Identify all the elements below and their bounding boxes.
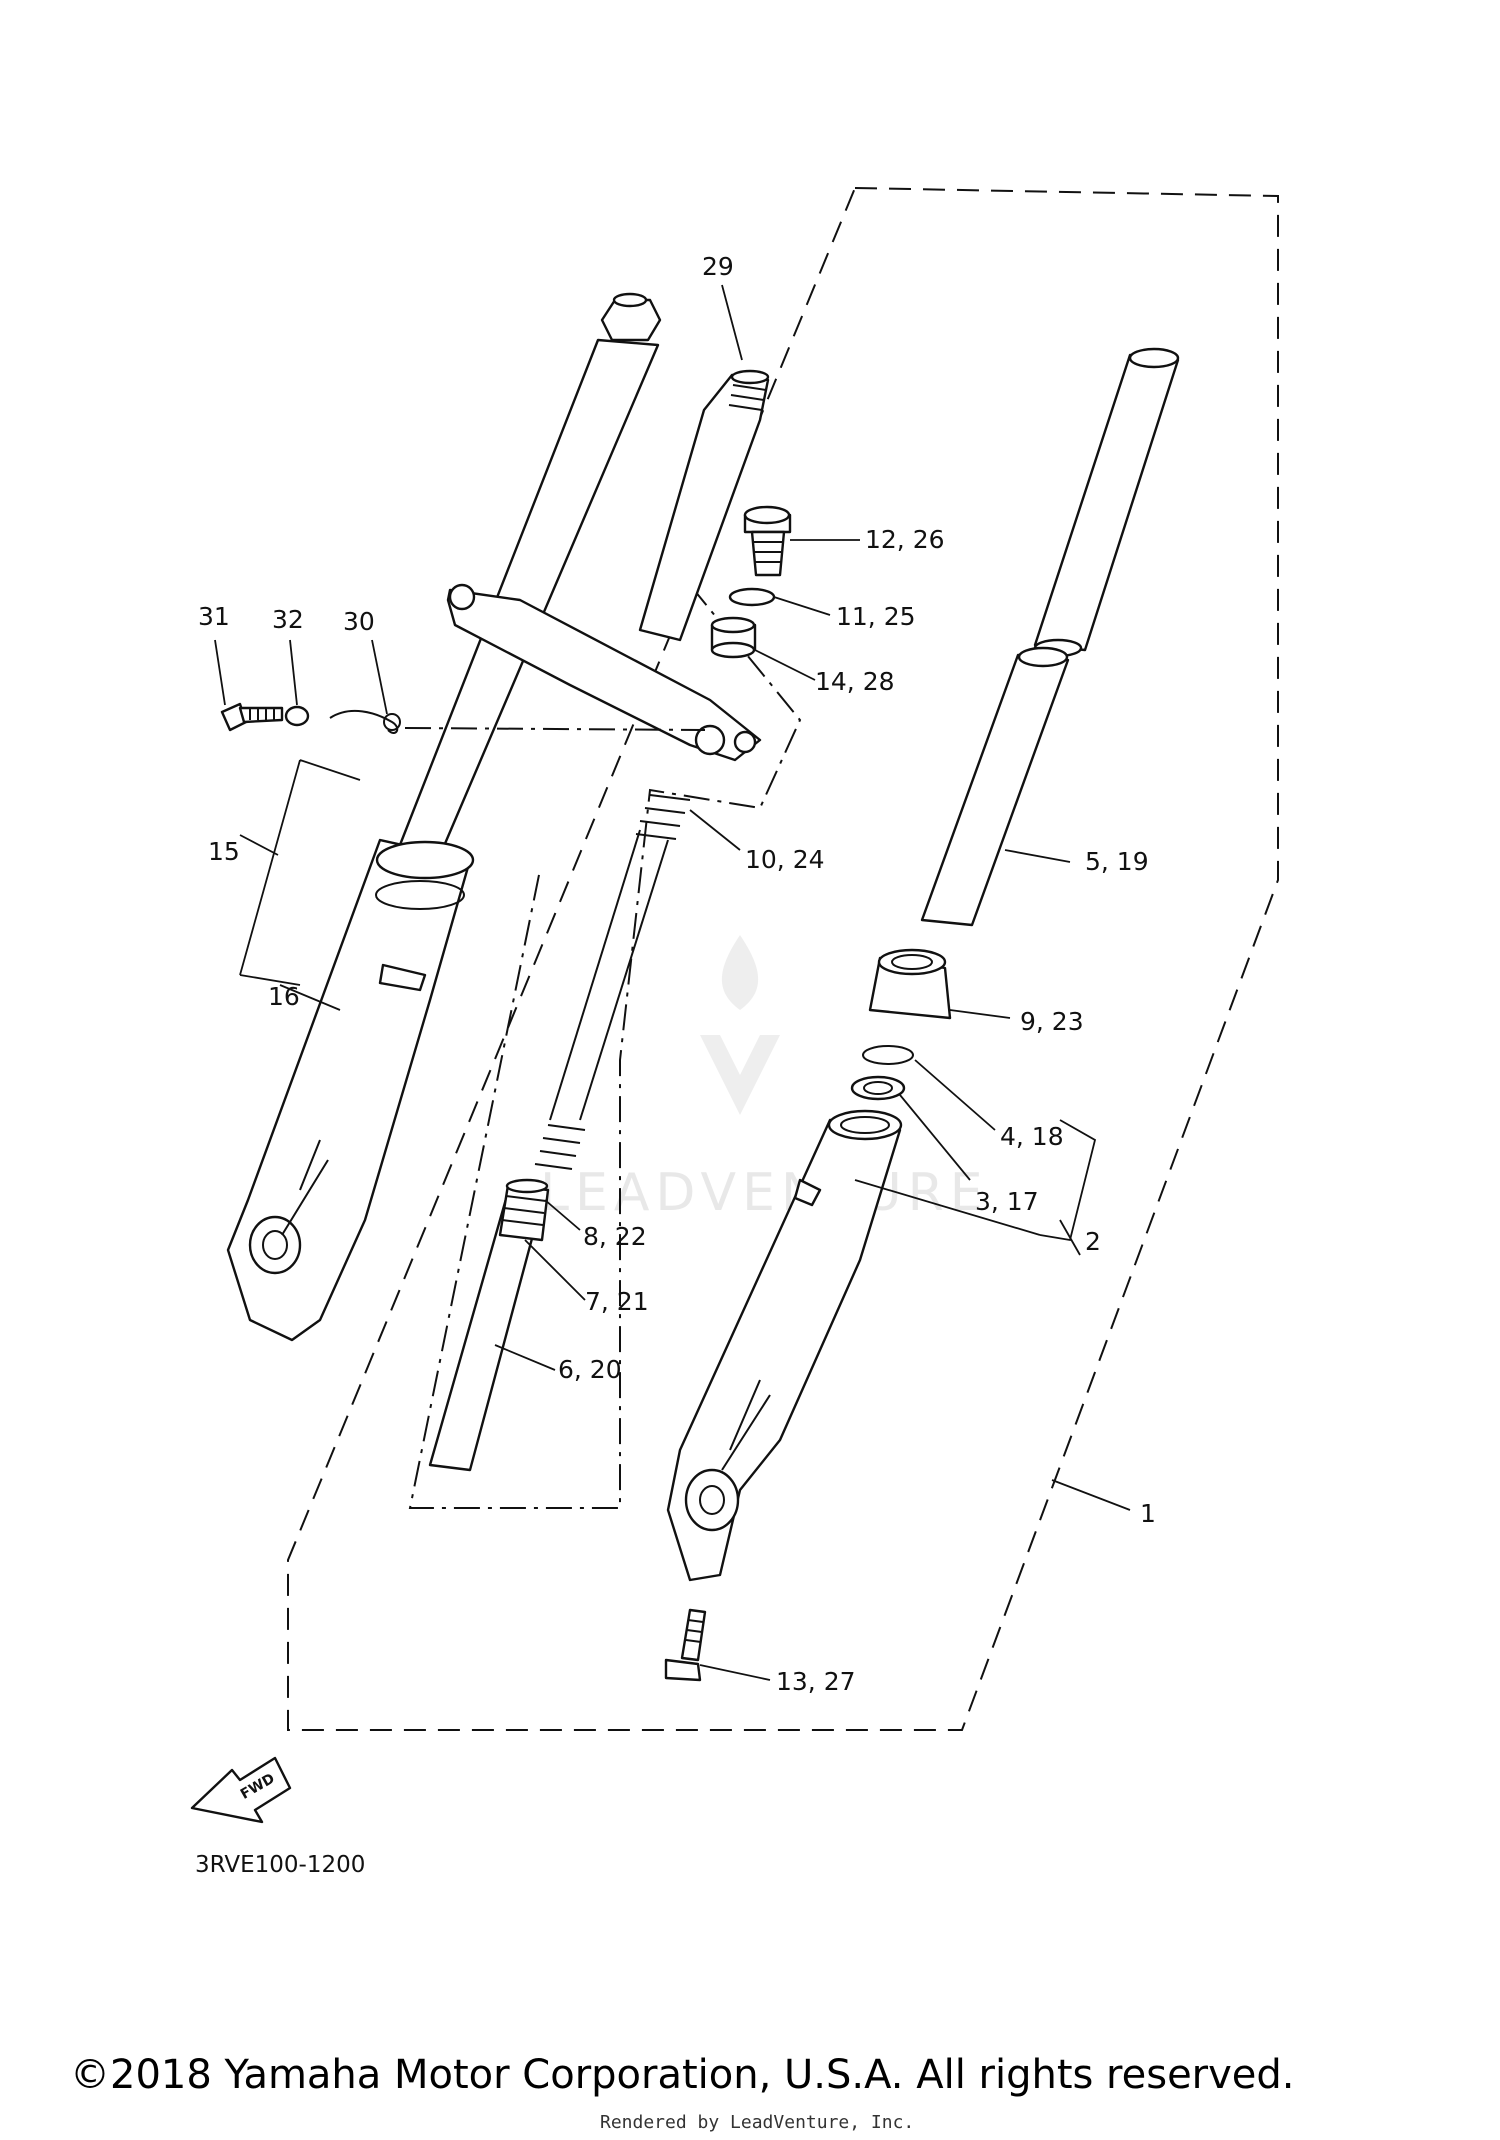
label-29: 29 bbox=[702, 252, 734, 281]
leader-lines bbox=[214, 284, 1131, 1681]
label-30: 30 bbox=[343, 607, 375, 636]
cap-bolt-12-26 bbox=[743, 505, 792, 577]
copyright-text: ©2018 Yamaha Motor Corporation, U.S.A. A… bbox=[70, 2052, 1295, 2098]
label-7-21: 7, 21 bbox=[585, 1287, 649, 1316]
label-31: 31 bbox=[198, 602, 230, 631]
bolt-13-27 bbox=[664, 1608, 707, 1682]
dust-seal-9-23 bbox=[868, 948, 952, 1020]
label-14-28: 14, 28 bbox=[815, 667, 895, 696]
label-16: 16 bbox=[268, 982, 300, 1011]
outer-tube-2 bbox=[666, 1109, 903, 1582]
label-4-18: 4, 18 bbox=[1000, 1122, 1064, 1151]
washer-32 bbox=[284, 705, 310, 727]
clip-4-18 bbox=[862, 1045, 914, 1065]
left-fork-assembly bbox=[226, 292, 770, 1342]
label-3-17: 3, 17 bbox=[975, 1187, 1039, 1216]
clip-30 bbox=[329, 710, 401, 734]
label-15: 15 bbox=[208, 837, 240, 866]
damper-rod-6-20 bbox=[428, 1178, 550, 1472]
rendered-by-text: Rendered by LeadVenture, Inc. bbox=[600, 2112, 914, 2133]
label-10-24: 10, 24 bbox=[745, 845, 825, 874]
label-12-26: 12, 26 bbox=[865, 525, 945, 554]
inner-parts-boundary bbox=[408, 584, 802, 1509]
inner-tube-5-19 bbox=[920, 347, 1180, 927]
label-2: 2 bbox=[1085, 1227, 1101, 1256]
bolt-31 bbox=[220, 702, 284, 732]
watermark: LEADVENTURE bbox=[540, 935, 989, 1223]
watermark-text: LEADVENTURE bbox=[540, 1163, 989, 1223]
fwd-arrow-icon: FWD bbox=[190, 1756, 292, 1824]
part-labels: 29 12, 26 11, 25 14, 28 10, 24 5, 19 9, … bbox=[198, 252, 1156, 1696]
label-8-22: 8, 22 bbox=[583, 1222, 647, 1251]
o-ring-11-25 bbox=[728, 587, 776, 607]
label-6-20: 6, 20 bbox=[558, 1355, 622, 1384]
label-32: 32 bbox=[272, 605, 304, 634]
spring-10-24 bbox=[534, 794, 691, 1170]
label-5-19: 5, 19 bbox=[1085, 847, 1149, 876]
label-9-23: 9, 23 bbox=[1020, 1007, 1084, 1036]
oil-seal-3-17 bbox=[850, 1075, 906, 1101]
label-13-27: 13, 27 bbox=[776, 1667, 856, 1696]
collar-14-28 bbox=[710, 616, 757, 659]
assembly-1-boundary bbox=[287, 186, 1279, 1731]
label-11-25: 11, 25 bbox=[836, 602, 916, 631]
diagram-code: 3RVE100-1200 bbox=[195, 1852, 365, 1878]
label-1: 1 bbox=[1140, 1499, 1156, 1528]
assembly-axis-30 bbox=[404, 727, 706, 731]
